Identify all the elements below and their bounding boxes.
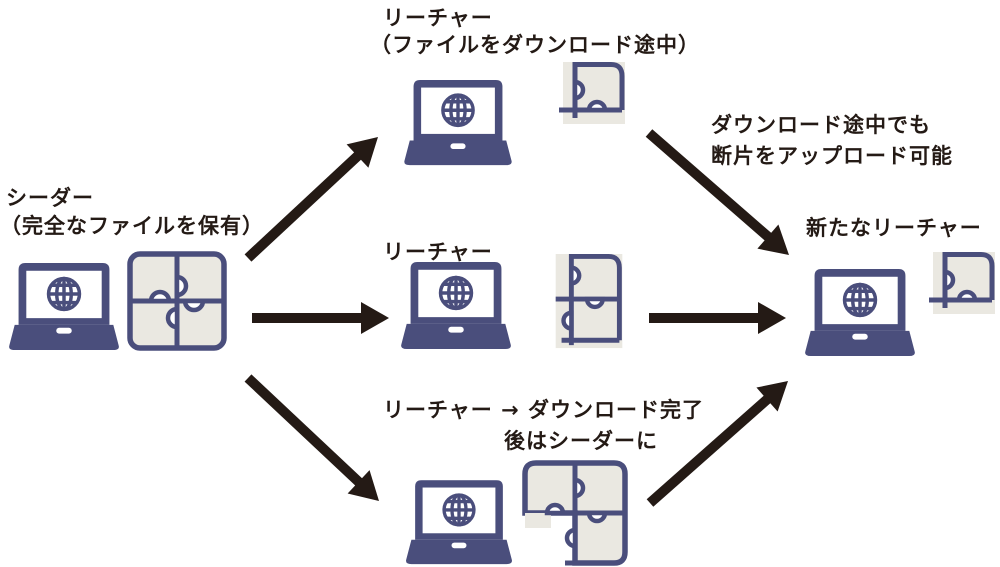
leecher-bottom-laptop-globe-icon <box>403 480 515 566</box>
leecher-mid-title: リーチャー <box>383 240 493 264</box>
seeder-title: シーダー <box>6 186 94 210</box>
leecher-mid-puzzle-two-pieces-icon <box>553 254 625 352</box>
new-leecher-puzzle-piece-icon <box>929 252 999 322</box>
arrow-top-leecher-to-new-leecher <box>645 129 789 255</box>
seeder-laptop-globe-icon <box>6 263 122 352</box>
leecher-top-puzzle-piece-icon <box>559 62 629 132</box>
arrow-mid-leecher-to-new-leecher <box>649 302 786 334</box>
upload-note-line1: ダウンロード途中でも <box>711 113 931 137</box>
leecher-bottom-puzzle-three-pieces-icon <box>522 460 628 566</box>
leecher-bottom-title-line1: リーチャー → ダウンロード完了 <box>383 398 705 422</box>
new-leecher-title: 新たなリーチャー <box>806 216 982 240</box>
seeder-puzzle-complete-icon <box>127 251 227 351</box>
leecher-top-laptop-globe-icon <box>401 80 515 167</box>
new-leecher-laptop-globe-icon <box>802 269 918 358</box>
arrow-seeder-to-bottom-leecher <box>244 374 379 501</box>
arrow-seeder-to-top-leecher <box>244 137 378 262</box>
upload-note-line2: 断片をアップロード可能 <box>711 144 953 168</box>
seeder-subtitle: （完全なファイルを保有） <box>0 214 264 238</box>
leecher-bottom-title-line2: 後はシーダーに <box>504 429 658 453</box>
arrow-seeder-to-mid-leecher <box>252 302 389 334</box>
leecher-top-subtitle: （ファイルをダウンロード途中） <box>370 33 700 57</box>
leecher-mid-laptop-globe-icon <box>398 262 514 351</box>
arrow-bottom-leecher-to-new-leecher <box>646 381 788 507</box>
leecher-top-title: リーチャー <box>383 6 493 30</box>
